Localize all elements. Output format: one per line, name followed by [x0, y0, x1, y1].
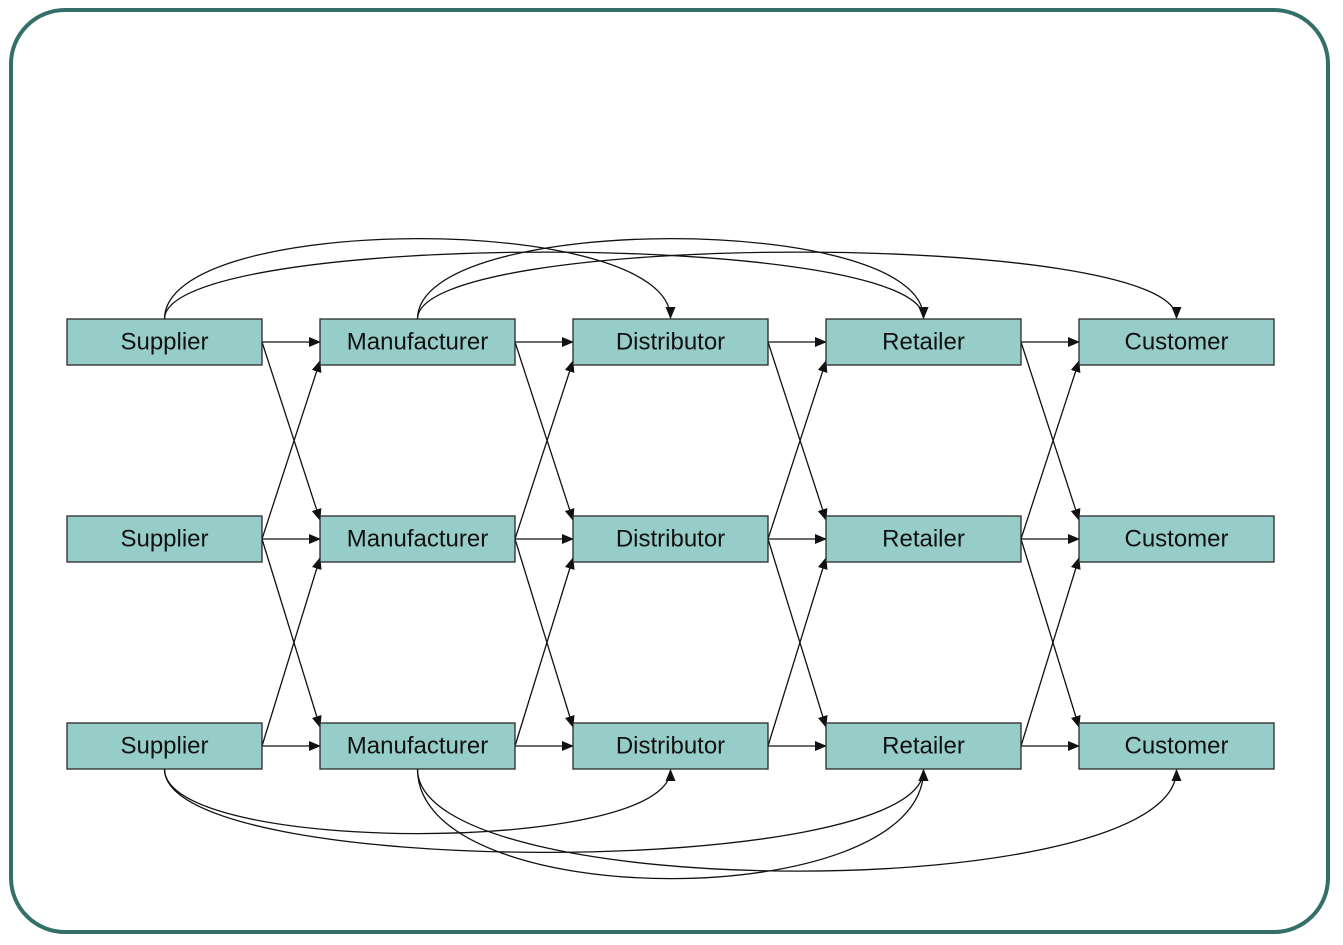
- node-box: [319, 722, 516, 770]
- node-label: Manufacturer: [347, 329, 488, 356]
- edge-m3-c3: [416, 768, 1182, 872]
- edge-s3-r3: [163, 768, 929, 854]
- node-distributor-2: Distributor: [572, 515, 769, 563]
- node-box: [1078, 318, 1275, 366]
- edge-r3-c2: [1020, 557, 1081, 747]
- node-box: [572, 515, 769, 563]
- node-label: Retailer: [882, 526, 965, 553]
- edge-m3-d2: [514, 557, 575, 747]
- edge-r1-c2: [1020, 341, 1081, 521]
- edge-d3-r2: [767, 557, 828, 747]
- node-label: Supplier: [120, 526, 208, 553]
- node-label: Distributor: [616, 329, 725, 356]
- node-box: [66, 318, 263, 366]
- node-retailer-2: Retailer: [825, 515, 1022, 563]
- diagram-frame: [9, 8, 1330, 934]
- edge-r2-c1: [1020, 360, 1081, 540]
- edge-s3-d3: [163, 768, 676, 835]
- node-box: [66, 722, 263, 770]
- node-supplier-2: Supplier: [66, 515, 263, 563]
- node-box: [572, 722, 769, 770]
- node-box: [825, 318, 1022, 366]
- node-box: [66, 515, 263, 563]
- node-customer-2: Customer: [1078, 515, 1275, 563]
- node-box: [825, 722, 1022, 770]
- edge-m2-d3: [514, 538, 575, 728]
- edge-d2-r3: [767, 538, 828, 728]
- node-box: [1078, 722, 1275, 770]
- edges-layer: [163, 238, 1182, 880]
- node-label: Manufacturer: [347, 733, 488, 760]
- node-label: Customer: [1124, 526, 1228, 553]
- node-retailer-3: Retailer: [825, 722, 1022, 770]
- edge-s2-m1: [261, 360, 322, 540]
- node-label: Retailer: [882, 733, 965, 760]
- node-label: Manufacturer: [347, 526, 488, 553]
- node-retailer-1: Retailer: [825, 318, 1022, 366]
- node-label: Distributor: [616, 526, 725, 553]
- edge-m1-d2: [514, 341, 575, 521]
- node-distributor-1: Distributor: [572, 318, 769, 366]
- node-customer-3: Customer: [1078, 722, 1275, 770]
- node-manufacturer-2: Manufacturer: [319, 515, 516, 563]
- node-box: [319, 318, 516, 366]
- edge-m2-d1: [514, 360, 575, 540]
- node-manufacturer-1: Manufacturer: [319, 318, 516, 366]
- node-box: [572, 318, 769, 366]
- edge-s1-d1: [163, 238, 676, 320]
- edge-s3-m2: [261, 557, 322, 747]
- node-distributor-3: Distributor: [572, 722, 769, 770]
- node-label: Distributor: [616, 733, 725, 760]
- edge-m1-c1: [416, 251, 1182, 320]
- node-box: [319, 515, 516, 563]
- edge-m1-r1: [416, 238, 929, 320]
- edge-s1-r1: [163, 251, 929, 320]
- edge-s2-m3: [261, 538, 322, 728]
- node-supplier-1: Supplier: [66, 318, 263, 366]
- edge-r2-c3: [1020, 538, 1081, 728]
- node-box: [1078, 515, 1275, 563]
- node-supplier-3: Supplier: [66, 722, 263, 770]
- node-label: Customer: [1124, 329, 1228, 356]
- edge-d2-r1: [767, 360, 828, 540]
- nodes-layer: SupplierSupplierSupplierManufacturerManu…: [66, 318, 1275, 770]
- edge-d1-r2: [767, 341, 828, 521]
- edge-s1-m2: [261, 341, 322, 521]
- edge-m3-r3: [416, 768, 929, 880]
- node-label: Retailer: [882, 329, 965, 356]
- node-manufacturer-3: Manufacturer: [319, 722, 516, 770]
- node-box: [825, 515, 1022, 563]
- node-label: Supplier: [120, 329, 208, 356]
- node-label: Supplier: [120, 733, 208, 760]
- node-label: Customer: [1124, 733, 1228, 760]
- node-customer-1: Customer: [1078, 318, 1275, 366]
